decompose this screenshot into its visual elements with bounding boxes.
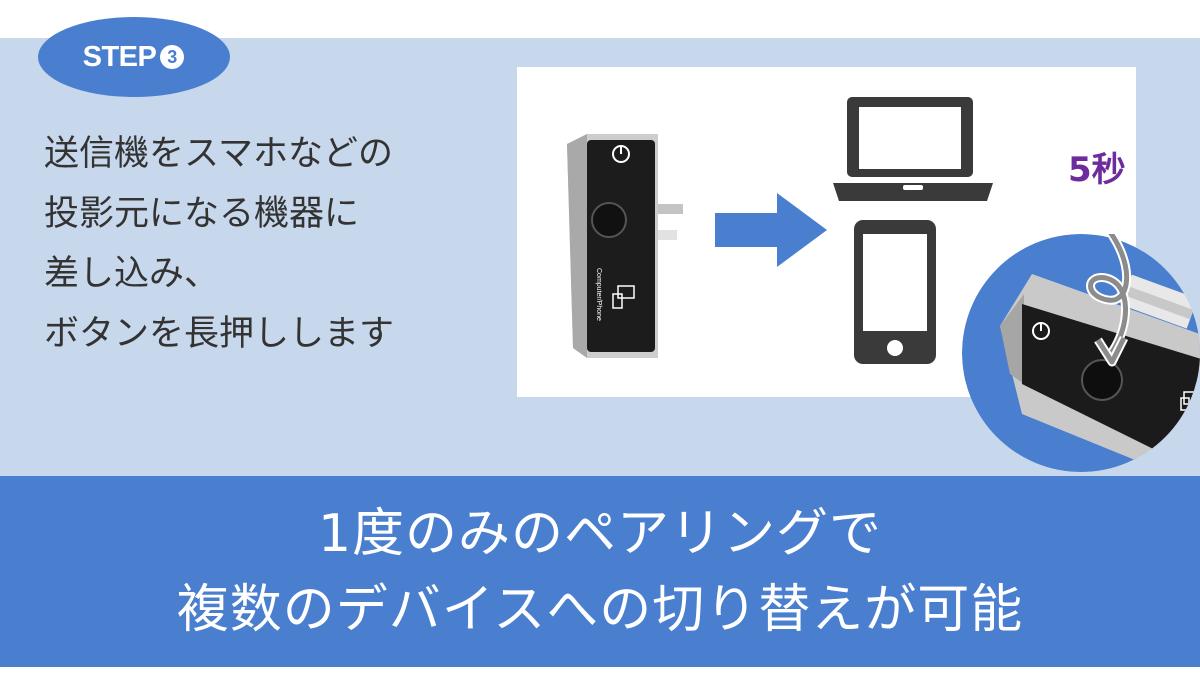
zoom-detail — [962, 234, 1200, 472]
duration-label: 5秒 — [1068, 150, 1126, 190]
step-number: 3 — [168, 47, 178, 67]
laptop-icon — [833, 97, 993, 201]
power-icon — [612, 145, 630, 163]
arrow-right-icon — [715, 193, 827, 267]
pairing-button — [591, 202, 627, 238]
smartphone-icon — [854, 220, 936, 364]
banner-line-2: 複数のデバイスへの切り替えが可能 — [176, 579, 1024, 640]
bottom-banner: 1度のみのペアリングで 複数のデバイスへの切り替えが可能 — [0, 476, 1200, 667]
device-label: Computer/Phone — [595, 268, 602, 321]
transmitter-device: Computer/Phone — [567, 134, 683, 358]
step-badge-text: STEP — [82, 40, 157, 73]
pairing-button-closeup — [1081, 359, 1123, 401]
banner-line-1: 1度のみのペアリングで — [317, 503, 883, 564]
power-icon — [1032, 322, 1050, 340]
computer-phone-icon — [612, 285, 635, 309]
instruction-text: 送信機をスマホなどの 投影元になる機器に 差し込み、 ボタンを長押しします — [44, 134, 395, 354]
step-badge: STEP 3 — [38, 17, 230, 97]
curved-arrow-icon — [1086, 234, 1132, 367]
step-number-circle: 3 — [160, 45, 185, 69]
